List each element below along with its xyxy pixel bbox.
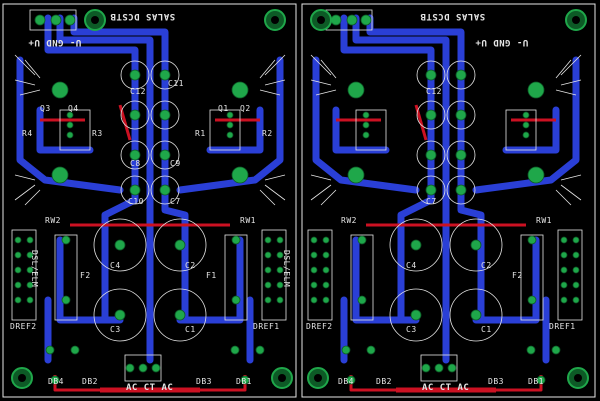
fuse-label: F1	[206, 271, 217, 280]
dref-label: DREF2	[306, 322, 333, 331]
bridge-label: DB2	[82, 377, 98, 386]
bridge-label: DB1	[236, 377, 252, 386]
cap-label: C4	[110, 261, 121, 270]
r-label: R3	[92, 129, 103, 138]
header-pins-label: U- GND U+	[475, 37, 529, 47]
bridge-label: DB2	[376, 377, 392, 386]
board-outline-left	[2, 3, 297, 398]
bridge-label: DB4	[338, 377, 354, 386]
header-pins-label: U- GND U+	[28, 37, 82, 47]
cap-label: C1	[185, 325, 196, 334]
fuse-label: F2	[512, 271, 523, 280]
rw-label: RW1	[240, 216, 256, 225]
q-label: Q4	[68, 104, 79, 113]
q-label: Q2	[240, 104, 251, 113]
cap-label: C7	[170, 197, 181, 206]
cap-label: C4	[406, 261, 417, 270]
bridge-label: DB3	[488, 377, 504, 386]
connector-label: DSL/ELM	[30, 250, 39, 288]
cap-label: C8	[130, 159, 141, 168]
dref-label: DREF1	[253, 322, 280, 331]
q-label: Q3	[40, 104, 51, 113]
connector-label: DSL/ELM	[282, 250, 291, 288]
r-label: R1	[195, 129, 206, 138]
silk-title: SALAS DCSTB	[420, 11, 486, 21]
r-label: R4	[22, 129, 33, 138]
cap-label: C3	[406, 325, 417, 334]
cap-label: C7	[426, 197, 437, 206]
rw-label: RW2	[45, 216, 61, 225]
cap-label: C12	[426, 87, 442, 96]
cap-label: C11	[168, 79, 184, 88]
bridge-label: DB4	[48, 377, 64, 386]
cap-label: C3	[110, 325, 121, 334]
pcb-left	[11, 9, 293, 393]
fuse-label: F2	[80, 271, 91, 280]
ac-label: AC CT AC	[422, 383, 470, 393]
bridge-label: DB3	[196, 377, 212, 386]
bridge-label: DB1	[528, 377, 544, 386]
cap-label: C10	[128, 197, 144, 206]
dref-label: DREF2	[10, 322, 37, 331]
r-label: R2	[262, 129, 273, 138]
cap-label: C2	[185, 261, 196, 270]
cap-label: C12	[130, 87, 146, 96]
board-outline-right	[301, 3, 596, 398]
rw-label: RW1	[536, 216, 552, 225]
rw-label: RW2	[341, 216, 357, 225]
ac-label: AC CT AC	[126, 383, 174, 393]
cap-label: C2	[481, 261, 492, 270]
dref-label: DREF1	[549, 322, 576, 331]
cap-label: C9	[170, 159, 181, 168]
silk-title: SALAS DCSTB	[110, 11, 176, 21]
pcb-right	[307, 9, 589, 393]
cap-label: C1	[481, 325, 492, 334]
q-label: Q1	[218, 104, 229, 113]
